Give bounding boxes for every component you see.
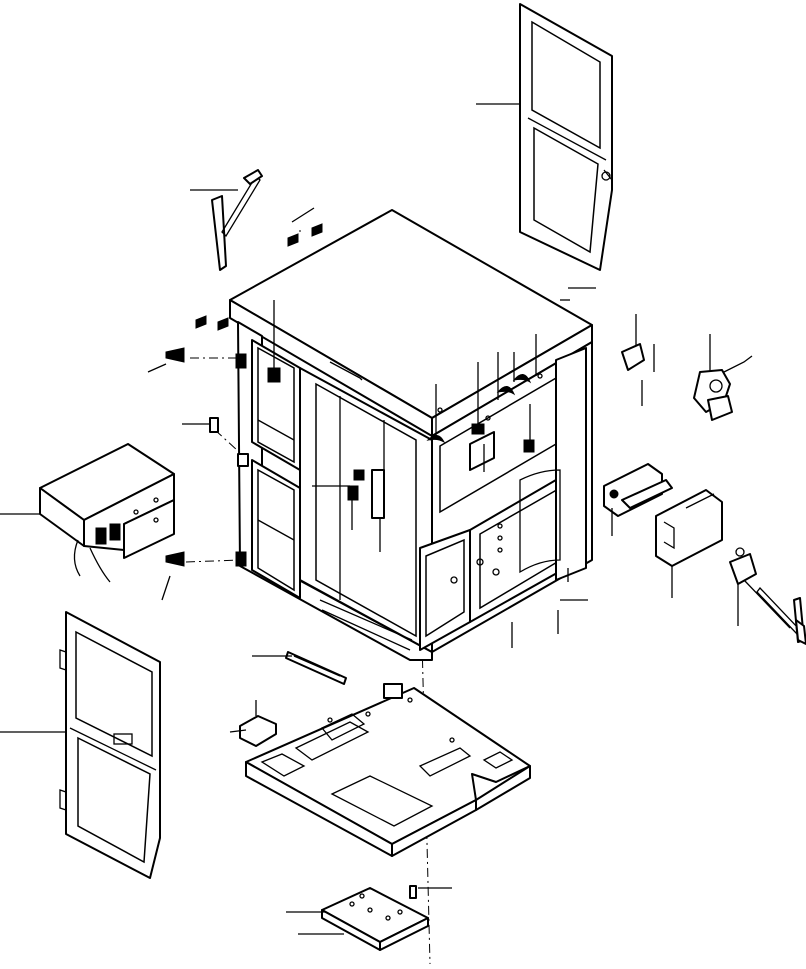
light-assembly [729,547,791,629]
speaker-box [603,463,673,517]
left-door [59,611,161,879]
air-conditioner-unit [39,443,175,583]
floor-plate [245,683,531,857]
gas-spring [285,651,347,685]
wiper-arm-rear [756,586,806,645]
wiper-arm-front [211,169,263,271]
cab-roof-shell [229,209,593,661]
leader-lines [0,103,739,935]
rear-fan-motor [621,343,753,421]
right-door [519,3,613,271]
floor-cover-plate [321,885,429,951]
door-lock [239,700,277,747]
roof-clips [165,223,323,567]
console-panel [655,489,723,567]
